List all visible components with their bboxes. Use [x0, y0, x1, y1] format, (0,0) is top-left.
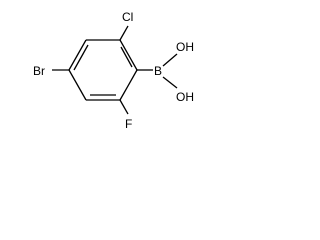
ring-double-bond-inner-3 — [73, 44, 89, 71]
bond-boron-to-oh-bottom — [162, 76, 178, 89]
bond-to-chlorine — [119, 25, 129, 41]
ring-bond-c4-c5 — [68, 69, 87, 101]
hydroxyl-top-label: OH — [176, 40, 194, 54]
bond-boron-to-oh-top — [162, 53, 178, 67]
boron-label: B — [154, 64, 162, 78]
fluorine-label: F — [125, 117, 132, 131]
ring-bond-c2-c3 — [119, 69, 138, 101]
ring-double-bond-inner-1 — [120, 46, 133, 68]
ring-bond-c5-c6 — [68, 39, 87, 71]
hydroxyl-bottom-label: OH — [176, 90, 194, 104]
chemical-structure: Cl Br F B OH OH — [33, 10, 194, 131]
bond-to-fluorine — [119, 99, 129, 115]
benzene-ring — [68, 39, 138, 101]
bromine-label: Br — [33, 64, 45, 78]
chlorine-label: Cl — [122, 10, 133, 24]
ring-bond-c1-c2 — [119, 39, 138, 71]
